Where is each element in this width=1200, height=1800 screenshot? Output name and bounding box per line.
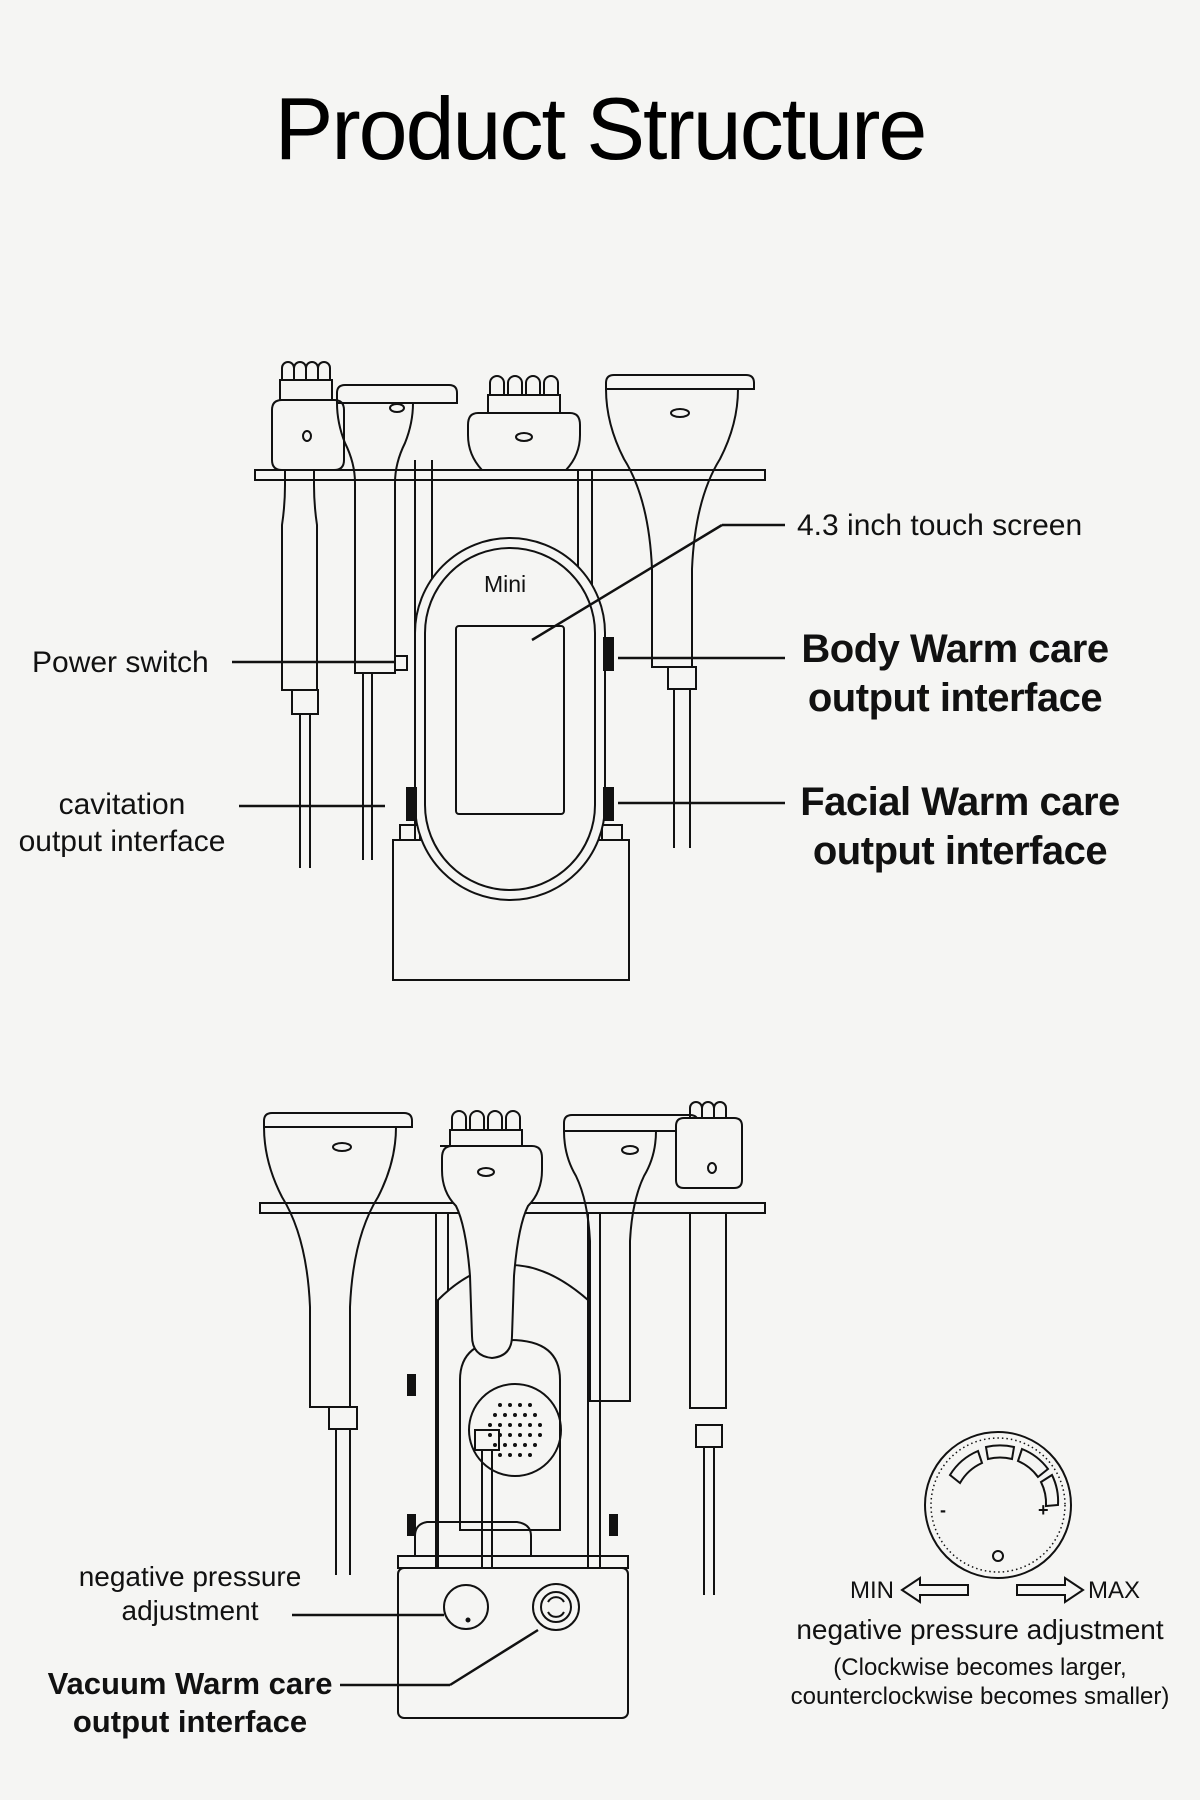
body-line2: output interface xyxy=(807,675,1103,720)
facial-interface-label: Facial Warm care output interface xyxy=(790,778,1130,876)
knob-note: (Clockwise becomes larger, counterclockw… xyxy=(760,1653,1200,1712)
facial-line2: output interface xyxy=(812,828,1108,873)
vacuum-interface-label: Vacuum Warm care output interface xyxy=(40,1665,340,1741)
negative-line2: adjustment xyxy=(121,1595,259,1627)
knob-caption: negative pressure adjustment xyxy=(796,1614,1164,1645)
cavitation-line1: cavitation xyxy=(58,788,186,821)
knob-note-line1: (Clockwise becomes larger, xyxy=(833,1654,1127,1681)
power-switch-label: Power switch xyxy=(32,646,209,679)
touch-screen-label: 4.3 inch touch screen xyxy=(797,509,1083,542)
vacuum-line2: output interface xyxy=(72,1703,308,1739)
facial-line1: Facial Warm care xyxy=(800,780,1120,824)
knob-minus-sign: - xyxy=(940,1500,946,1520)
arrow-right-icon xyxy=(1016,1576,1085,1604)
cavitation-interface-label: cavitation output interface xyxy=(2,787,242,860)
arrow-left-icon xyxy=(900,1576,969,1604)
min-label: MIN xyxy=(850,1577,894,1604)
negative-line1: negative pressure xyxy=(78,1561,302,1592)
knob-note-line2: counterclockwise becomes smaller) xyxy=(790,1683,1170,1711)
vacuum-line1: Vacuum Warm care xyxy=(47,1666,333,1701)
knob-plus-sign: + xyxy=(1038,1500,1049,1520)
body-line1: Body Warm care xyxy=(801,627,1109,671)
negative-pressure-label: negative pressure adjustment xyxy=(60,1560,320,1628)
handpiece-icon xyxy=(271,361,345,868)
max-label: MAX xyxy=(1088,1577,1141,1604)
cavitation-line2: output interface xyxy=(18,824,226,858)
knob-dial-icon xyxy=(924,1431,1072,1579)
body-interface-label: Body Warm care output interface xyxy=(790,625,1120,723)
page-title: Product Structure xyxy=(274,79,928,178)
device-brand-label: Mini xyxy=(484,571,527,597)
